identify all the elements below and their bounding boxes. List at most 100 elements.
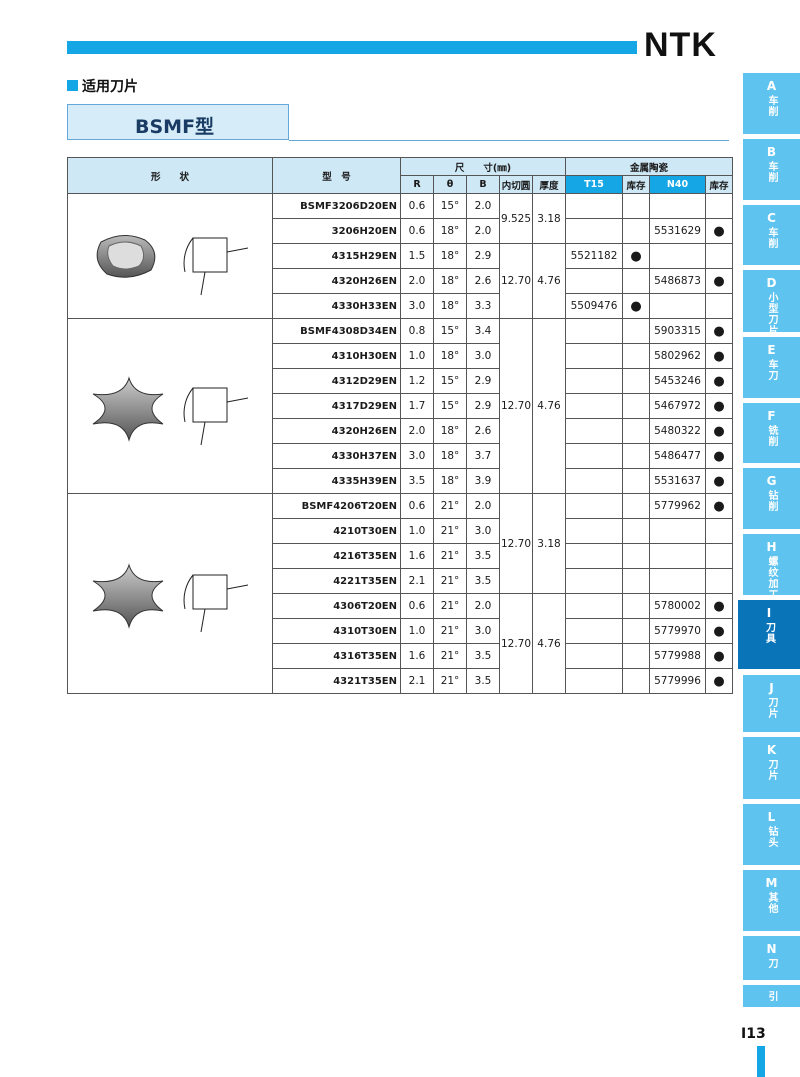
cell-theta: 15°	[433, 393, 467, 419]
cell-t15	[565, 568, 623, 594]
sidebar-tab-letter: I	[766, 606, 772, 620]
sidebar-tab-g[interactable]: G 钻削	[743, 468, 800, 532]
section-marker	[67, 80, 78, 91]
sidebar-tab-k[interactable]: K 刀片	[743, 737, 800, 802]
cell-stock-t15	[622, 593, 650, 619]
cell-t15	[565, 668, 623, 694]
cell-thickness: 4.76	[532, 243, 566, 319]
sidebar-tab-j[interactable]: J 刀片	[743, 675, 800, 735]
cell-b: 2.9	[466, 368, 500, 394]
cell-b: 3.3	[466, 293, 500, 319]
cell-model: 4330H37EN	[272, 443, 401, 469]
cell-stock-t15	[622, 468, 650, 494]
cell-stock-t15	[622, 193, 650, 219]
cell-model: BSMF3206D20EN	[272, 193, 401, 219]
cell-r: 0.6	[400, 218, 434, 244]
header-accent-bar	[67, 41, 637, 54]
sidebar-tab-label: 小型刀片	[766, 292, 777, 336]
header-stock2: 库存	[705, 175, 733, 194]
header-shape: 形 状	[67, 157, 273, 194]
cell-t15	[565, 268, 623, 294]
cell-stock-n40	[705, 568, 733, 594]
cell-stock-n40: ●	[705, 668, 733, 694]
cell-model: 4315H29EN	[272, 243, 401, 269]
cell-r: 3.0	[400, 293, 434, 319]
cell-b: 3.7	[466, 443, 500, 469]
sidebar-tab-e[interactable]: E 车刀	[743, 337, 800, 401]
cell-r: 0.6	[400, 493, 434, 519]
cell-r: 1.0	[400, 343, 434, 369]
sidebar-tab-label: 螺纹加工	[766, 556, 777, 600]
sidebar-tab-b[interactable]: B 车削	[743, 139, 800, 203]
type-label: BSMF型	[135, 116, 215, 138]
sidebar-tab-letter: J	[769, 681, 774, 695]
cell-stock-n40: ●	[705, 643, 733, 669]
cell-t15	[565, 218, 623, 244]
cell-n40: 5531629	[649, 218, 706, 244]
cell-b: 2.6	[466, 418, 500, 444]
cell-n40: 5802962	[649, 343, 706, 369]
sidebar-tab-h[interactable]: H 螺纹加工	[743, 534, 800, 600]
cell-r: 0.8	[400, 318, 434, 344]
cell-t15	[565, 418, 623, 444]
cell-stock-t15: ●	[622, 243, 650, 269]
sidebar-tab-i[interactable]: I 刀具	[738, 600, 800, 672]
cell-b: 3.5	[466, 568, 500, 594]
header-b: B	[466, 175, 500, 194]
cross-insert-icon	[67, 493, 273, 694]
cell-n40: 5779996	[649, 668, 706, 694]
cell-stock-t15	[622, 443, 650, 469]
header-stock1: 库存	[622, 175, 650, 194]
cell-t15	[565, 318, 623, 344]
cell-stock-t15	[622, 543, 650, 569]
cell-n40: 5779962	[649, 493, 706, 519]
sidebar-tab-index[interactable]: 引	[743, 985, 800, 1010]
cell-n40: 5779970	[649, 618, 706, 644]
cell-model: 4310H30EN	[272, 343, 401, 369]
cell-model: BSMF4308D34EN	[272, 318, 401, 344]
cell-theta: 21°	[433, 543, 467, 569]
cell-theta: 18°	[433, 443, 467, 469]
cross-insert-icon	[92, 563, 248, 633]
sidebar-tab-a[interactable]: A 车削	[743, 73, 800, 137]
cell-t15	[565, 468, 623, 494]
sidebar-tab-c[interactable]: C 车削	[743, 205, 800, 268]
cell-b: 2.0	[466, 218, 500, 244]
sidebar-tab-d[interactable]: D 小型刀片	[743, 270, 800, 336]
cell-stock-n40: ●	[705, 618, 733, 644]
cell-n40: 5779988	[649, 643, 706, 669]
cell-stock-n40: ●	[705, 268, 733, 294]
cross-insert-icon	[67, 318, 273, 494]
insert-spec-table: 形 状 型 号 尺 寸(㎜) 金属陶瓷 R θ B 内切圆 厚度 T15 库存 …	[67, 157, 733, 694]
sidebar-tab-n[interactable]: N 刀	[743, 936, 800, 983]
sidebar-tab-letter: A	[766, 79, 777, 93]
sidebar-tab-f[interactable]: F 铣削	[743, 403, 800, 466]
cell-stock-t15	[622, 668, 650, 694]
sidebar-tab-m[interactable]: M 其他	[743, 870, 800, 934]
sidebar-tab-label: 刀	[766, 958, 777, 969]
cell-r: 1.0	[400, 518, 434, 544]
sidebar-tab-l[interactable]: L 钻头	[743, 804, 800, 868]
cell-n40: 5903315	[649, 318, 706, 344]
cell-t15	[565, 518, 623, 544]
cell-r: 1.6	[400, 543, 434, 569]
sidebar-tab-label: 刀片	[766, 697, 777, 719]
cell-t15	[565, 343, 623, 369]
cell-ic: 9.525	[499, 193, 533, 244]
sidebar-tab-label: 车削	[766, 227, 777, 249]
cell-t15	[565, 368, 623, 394]
cell-n40: 5453246	[649, 368, 706, 394]
sidebar-tab-letter: N	[766, 942, 777, 956]
cell-b: 2.9	[466, 393, 500, 419]
cell-r: 2.1	[400, 668, 434, 694]
cell-t15	[565, 618, 623, 644]
cell-stock-t15	[622, 568, 650, 594]
header-t15: T15	[565, 175, 623, 194]
cell-r: 0.6	[400, 593, 434, 619]
cell-t15	[565, 193, 623, 219]
cell-stock-n40	[705, 518, 733, 544]
cell-b: 3.0	[466, 518, 500, 544]
